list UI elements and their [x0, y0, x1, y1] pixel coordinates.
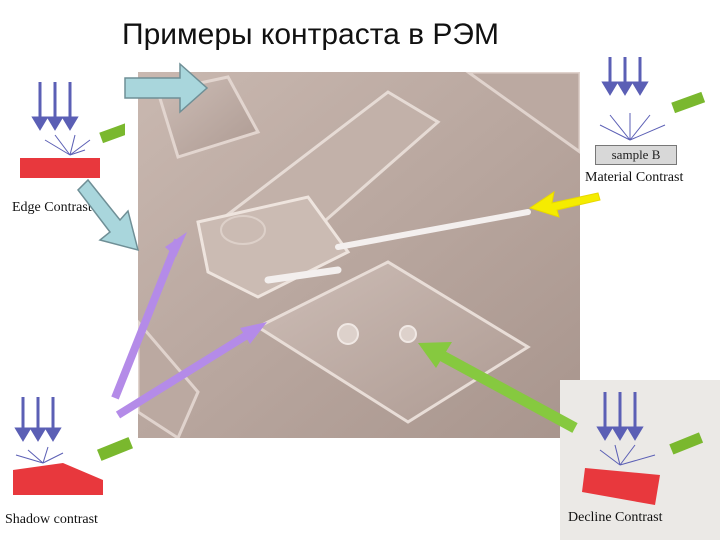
material-contrast-diagram [590, 55, 706, 150]
edge-contrast-label: Edge Contrast [12, 200, 92, 215]
edge-contrast-diagram [15, 80, 134, 195]
sem-micrograph [138, 72, 580, 438]
decline-contrast-label: Decline Contrast [568, 510, 663, 525]
slide-title: Примеры контраста в РЭМ [122, 18, 499, 51]
shadow-contrast-label: Shadow contrast [5, 512, 98, 527]
shadow-contrast-diagram [8, 395, 138, 505]
material-contrast-label: Material Contrast [585, 170, 684, 185]
decline-contrast-diagram [560, 380, 720, 545]
sample-b-box: sample B [595, 145, 677, 165]
